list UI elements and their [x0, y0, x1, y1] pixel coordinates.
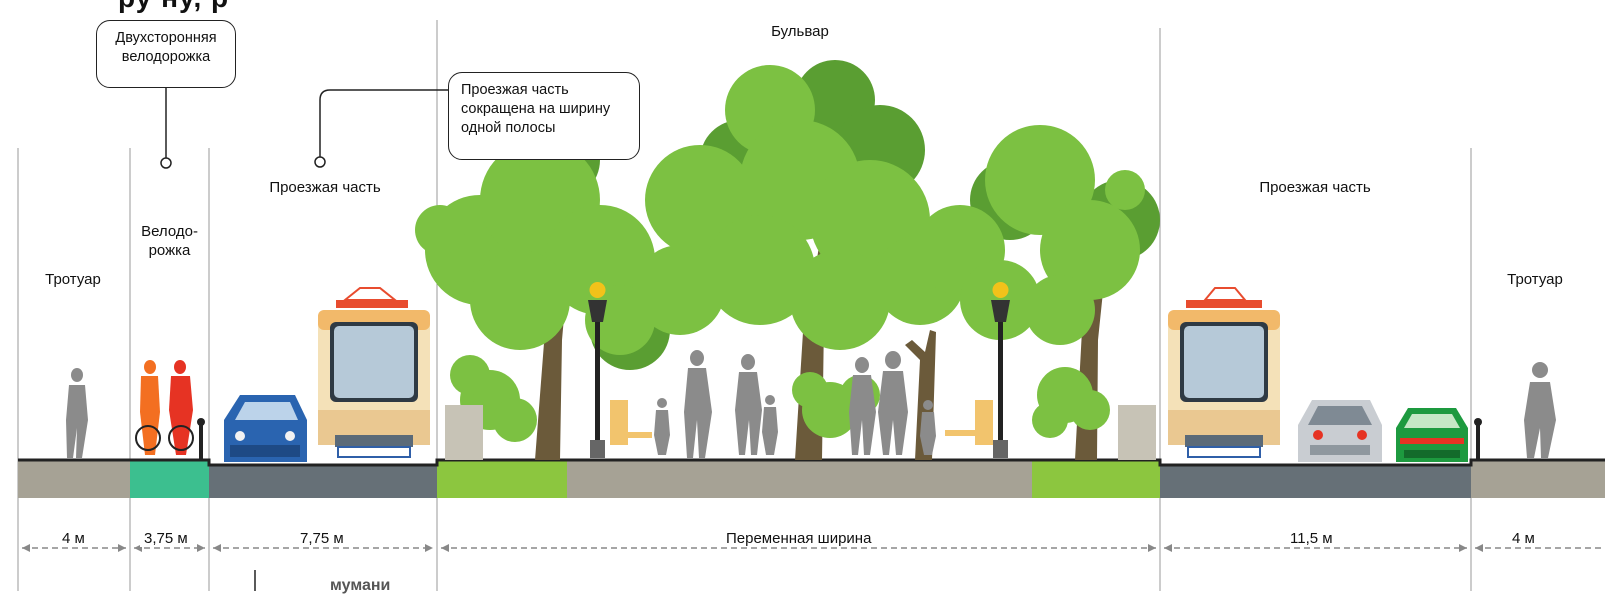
roadway-right-surface	[1160, 465, 1471, 498]
dim-boulevard: Переменная ширина	[722, 530, 876, 547]
sidewalk-right-surface	[1471, 460, 1605, 498]
dim-bike-lane: 3,75 м	[140, 530, 192, 547]
trees	[415, 60, 1160, 460]
dimension-arrows	[22, 544, 1483, 552]
roadway-left-surface	[209, 465, 437, 498]
dim-sidewalk-right: 4 м	[1508, 530, 1539, 547]
boulevard-label: Бульвар	[771, 23, 829, 40]
sidewalk-left-surface	[18, 460, 130, 498]
roadway-right-label: Проезжая часть	[1259, 179, 1371, 196]
title-partial: ру ну, р	[118, 0, 229, 14]
dim-roadway-right: 11,5 м	[1286, 530, 1337, 547]
bike-lane-surface	[130, 460, 209, 498]
bollards	[197, 418, 1482, 460]
callout-connectors	[160, 88, 448, 169]
roadway-left-label: Проезжая часть	[269, 179, 381, 196]
boulevard-path	[567, 460, 1032, 498]
lamps	[588, 282, 1010, 458]
sidewalk-right-label: Тротуар	[1507, 271, 1563, 288]
bike-path-callout: Двухсторонняя велодорожка	[96, 20, 236, 88]
trams	[318, 287, 1280, 458]
boulevard-grass-right	[1032, 460, 1160, 498]
tram-right	[1168, 287, 1280, 458]
bike-lane-label: Велодо- рожка	[141, 223, 198, 259]
tram-left	[318, 287, 430, 458]
cyclists	[135, 360, 194, 455]
pedestrians	[66, 350, 1556, 458]
benches	[445, 400, 1156, 460]
dim-roadway-left: 7,75 м	[296, 530, 348, 547]
ground	[18, 458, 1605, 498]
bottom-partial-text: мумани	[330, 577, 391, 594]
boulevard-grass-left	[437, 460, 567, 498]
dim-sidewalk-left: 4 м	[58, 530, 89, 547]
cars	[224, 395, 1468, 462]
sidewalk-left-label: Тротуар	[45, 271, 101, 288]
roadway-reduced-callout: Проезжая часть сокращена на ширину одной…	[448, 72, 640, 160]
